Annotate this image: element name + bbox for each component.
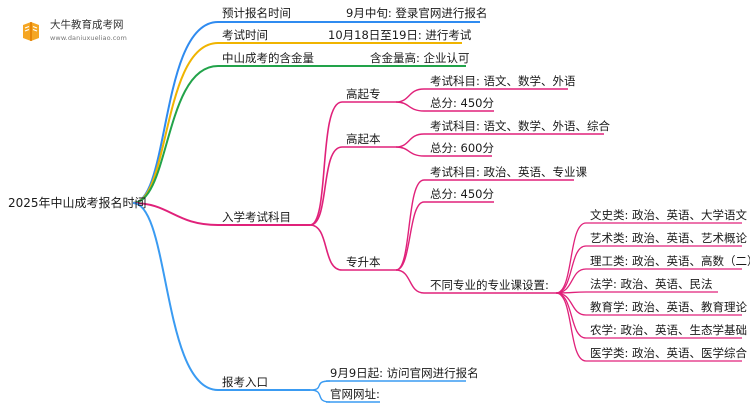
major-law: 法学: 政治、英语、民法 [590, 277, 713, 291]
connector-root-branch2 [132, 42, 219, 204]
connector-b5-step2 [309, 389, 331, 403]
node-gqb: 高起本 [346, 132, 381, 146]
connector-major-5 [555, 292, 587, 316]
connector-gqb-subjects [395, 133, 425, 148]
branch-entry: 报考入口 [222, 375, 268, 389]
connector-gqz-subjects [395, 88, 425, 103]
connector-gqb-total [395, 146, 425, 157]
entry-step1: 9月9日起: 访问官网进行报名 [330, 366, 479, 380]
exam-time-detail: 10月18日至19日: 进行考试 [328, 28, 472, 42]
logo-name: 大牛教育成考网 [50, 19, 124, 31]
major-science: 理工类: 政治、英语、高数（二） [590, 254, 750, 268]
connector-b5-step1 [309, 380, 331, 391]
connector-root-branch3 [132, 65, 219, 204]
mindmap-root: 2025年中山成考报名时间 [8, 196, 147, 210]
connector-major-1 [555, 222, 587, 294]
connector-zsb-subjects [395, 179, 425, 271]
major-education: 教育学: 政治、英语、教育理论 [590, 300, 748, 314]
register-time-detail: 9月中旬: 登录官网进行报名 [346, 6, 488, 20]
gqz-subjects: 考试科目: 语文、数学、外语 [430, 74, 576, 88]
major-medicine: 医学类: 政治、英语、医学综合 [590, 346, 748, 360]
connector-zsb-total [395, 201, 425, 271]
branch-exam-subjects: 入学考试科目 [222, 210, 291, 224]
entry-step2: 官网网址: [330, 387, 380, 401]
major-liberal-arts: 文史类: 政治、英语、大学语文 [590, 208, 748, 222]
site-logo[interactable]: 大牛教育成考网 www.daniuxueliao.com [14, 14, 154, 50]
major-arts: 艺术类: 政治、英语、艺术概论 [590, 231, 748, 245]
connector-root-branch5 [132, 202, 219, 391]
branch-value: 中山成考的含金量 [222, 51, 314, 65]
connector-b4-gqb [309, 146, 343, 226]
zsb-majors-label: 不同专业的专业课设置: [430, 278, 549, 292]
value-detail: 含金量高: 企业认可 [370, 51, 470, 65]
connector-major-6 [555, 292, 587, 339]
logo-url: www.daniuxueliao.com [50, 34, 127, 42]
branch-register-time: 预计报名时间 [222, 6, 291, 20]
connector-major-7 [555, 292, 587, 362]
zsb-subjects: 考试科目: 政治、英语、专业课 [430, 165, 588, 179]
node-gqz: 高起专 [346, 87, 381, 101]
connector-gqz-total [395, 101, 425, 112]
gqz-total: 总分: 450分 [430, 96, 494, 110]
branch-exam-time: 考试时间 [222, 28, 268, 42]
zsb-total: 总分: 450分 [430, 187, 494, 201]
connector-b4-gqz [309, 101, 343, 226]
gqb-total: 总分: 600分 [430, 141, 494, 155]
book-icon [23, 22, 39, 41]
connector-zsb-majors [395, 269, 425, 294]
connector-b4-zsb [309, 224, 343, 271]
connector-major-3 [555, 268, 587, 294]
major-agriculture: 农学: 政治、英语、生态学基础 [590, 323, 748, 337]
gqb-subjects: 考试科目: 语文、数学、外语、综合 [430, 119, 611, 133]
connector-root-branch4 [132, 202, 219, 226]
node-zsb: 专升本 [346, 255, 381, 269]
